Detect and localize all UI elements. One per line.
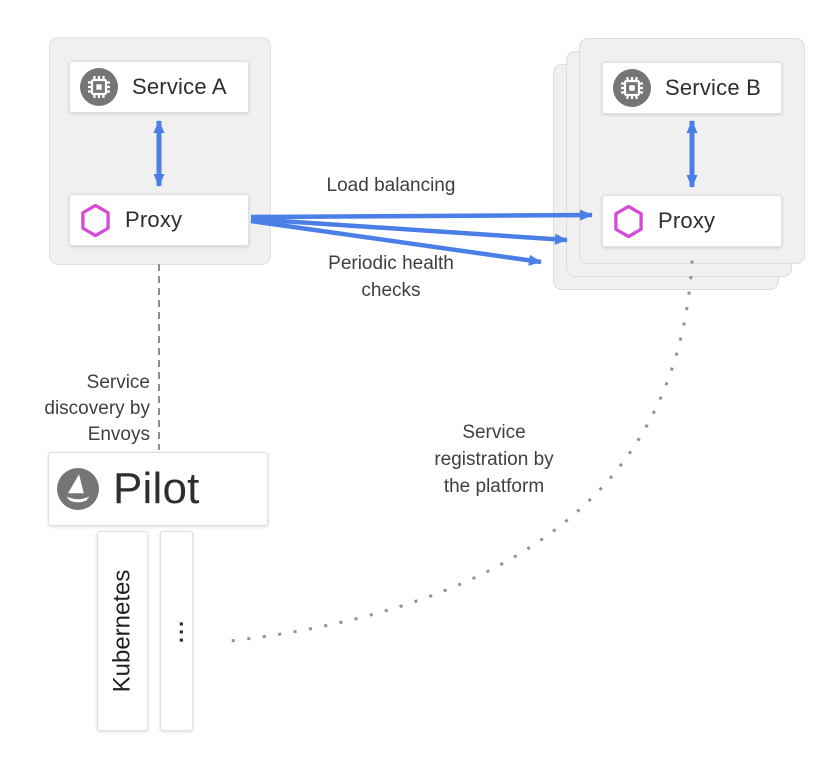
service-registration-line-2: registration by: [434, 449, 554, 470]
periodic-health-line-2: checks: [361, 280, 421, 301]
service-registration-line-1: Service: [462, 422, 526, 443]
service-b-label: Service B: [665, 75, 761, 100]
health-check-arrow-middle: [250, 216, 568, 245]
proxy-a-node: Proxy: [69, 194, 249, 246]
service-discovery-line-1: Service: [86, 372, 150, 393]
other-platform-node: ...: [160, 531, 193, 731]
proxy-b-label: Proxy: [658, 208, 716, 233]
hexagon-icon: [614, 204, 643, 238]
kubernetes-label: Kubernetes: [108, 569, 136, 693]
service-registration-line-3: the platform: [443, 476, 545, 497]
load-balancing-label: Load balancing: [326, 175, 456, 196]
hexagon-icon: [81, 203, 110, 237]
service-discovery-line-3: Envoys: [87, 424, 150, 445]
proxy-b-node: Proxy: [602, 195, 782, 247]
periodic-health-line-1: Periodic health: [328, 253, 454, 274]
other-platform-label: ...: [163, 618, 189, 644]
periodic-health-label: Periodic health checks: [300, 250, 482, 304]
chip-icon: [613, 69, 651, 107]
service-a-label: Service A: [132, 74, 227, 99]
service-registration-label: Service registration by the platform: [404, 419, 584, 500]
sailboat-icon: [57, 468, 99, 510]
kubernetes-node: Kubernetes: [97, 531, 148, 731]
service-b-node: Service B: [602, 62, 782, 114]
proxy-a-label: Proxy: [125, 207, 183, 232]
service-a-node: Service A: [69, 61, 249, 113]
chip-icon: [80, 68, 118, 106]
pilot-node: Pilot: [48, 452, 268, 526]
load-balancing-arrow: [250, 209, 593, 221]
service-discovery-line-2: discovery by: [44, 398, 150, 419]
service-discovery-label: Service discovery by Envoys: [18, 370, 150, 448]
pilot-label: Pilot: [113, 464, 200, 513]
